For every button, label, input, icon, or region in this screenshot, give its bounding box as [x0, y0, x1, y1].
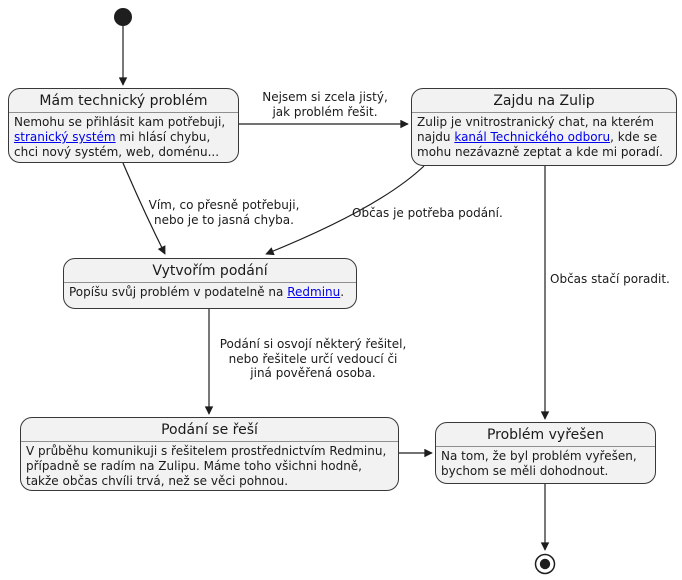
edge-label-line: Vím, co přesně potřebuji,: [148, 198, 300, 212]
end-node-outer: [534, 553, 556, 575]
state-title: Mám technický problém: [9, 89, 238, 113]
kanal-technickeho-odboru-link[interactable]: kanál Technického odboru: [454, 130, 611, 144]
body-text: takže občas chvíli trvá, než se věci poh…: [26, 474, 289, 488]
state-body: Na tom, že byl problém vyřešen, bychom s…: [436, 447, 655, 482]
state-title: Podání se řeší: [21, 418, 398, 442]
body-text: bychom se měli dohodnout.: [441, 464, 609, 478]
state-problem-vyresen: Problém vyřešen Na tom, že byl problém v…: [435, 422, 656, 484]
edge-label-line: Nejsem si zcela jistý,: [262, 90, 388, 104]
body-text: Popíšu svůj problém v podatelně na: [69, 285, 288, 299]
body-text: mi hlásí chybu,: [115, 130, 211, 144]
body-text: Nemohu se přihlásit kam potřebuji,: [14, 115, 226, 129]
state-body: Popíšu svůj problém v podatelně na Redmi…: [64, 283, 356, 303]
state-vytvorim-podani: Vytvořím podání Popíšu svůj problém v po…: [63, 258, 357, 309]
state-zajdu-na-zulip: Zajdu na Zulip Zulip je vnitrostranický …: [411, 88, 677, 166]
edge-label-vim-co-potrebuji: Vím, co přesně potřebuji, nebo je to jas…: [149, 198, 300, 227]
edge-label-line: nebo řešitele určí vedoucí či: [228, 351, 398, 366]
body-text: .: [340, 285, 345, 299]
edge-label-obcas-staci-poradit: Občas stačí poradit.: [550, 272, 670, 287]
state-body: Nemohu se přihlásit kam potřebuji, stran…: [9, 113, 238, 162]
body-text: najdu: [417, 130, 455, 144]
stranicky-system-link[interactable]: stranický systém: [14, 130, 116, 144]
state-body: Zulip je vnitrostranický chat, na kterém…: [412, 113, 676, 163]
body-text: V průběhu komunikuji s řešitelem prostře…: [26, 444, 387, 458]
redmine-link[interactable]: Redminu: [287, 285, 341, 299]
edge-label-line: Občas stačí poradit.: [550, 272, 670, 286]
edge-label-nejsem-si-jisty: Nejsem si zcela jistý, jak problém řešit…: [262, 90, 388, 119]
edge-label-line: Občas je potřeba podání.: [352, 206, 503, 220]
body-text: případně se radím na Zulipu. Máme toho v…: [26, 459, 362, 473]
state-body: V průběhu komunikuji s řešitelem prostře…: [21, 442, 398, 490]
edge-label-line: jak problém řešit.: [272, 104, 378, 119]
edge-label-podani-si-osvoji: Podání si osvojí některý řešitel, nebo ř…: [220, 337, 407, 381]
start-node: [114, 8, 132, 26]
state-title: Vytvořím podání: [64, 259, 356, 283]
edge-label-line: jiná pověřená osoba.: [250, 366, 376, 380]
end-node-inner: [539, 558, 551, 570]
edge-label-line: nebo je to jasná chyba.: [154, 212, 294, 227]
edge-label-obcas-potreba-podani: Občas je potřeba podání.: [352, 206, 503, 221]
state-title: Problém vyřešen: [436, 423, 655, 447]
body-text: mohu nezávazně zeptat a kde mi poradí.: [417, 145, 663, 159]
state-podani-se-resi: Podání se řeší V průběhu komunikuji s ře…: [20, 417, 399, 491]
body-text: Zulip je vnitrostranický chat, na kterém: [417, 115, 654, 129]
edge-label-line: Podání si osvojí některý řešitel,: [219, 337, 407, 351]
body-text: Na tom, že byl problém vyřešen,: [441, 449, 637, 463]
state-mam-technicky-problem: Mám technický problém Nemohu se přihlási…: [8, 88, 239, 163]
body-text: , kde se: [610, 130, 658, 144]
state-title: Zajdu na Zulip: [412, 89, 676, 113]
body-text: chci nový systém, web, doménu...: [14, 145, 220, 159]
